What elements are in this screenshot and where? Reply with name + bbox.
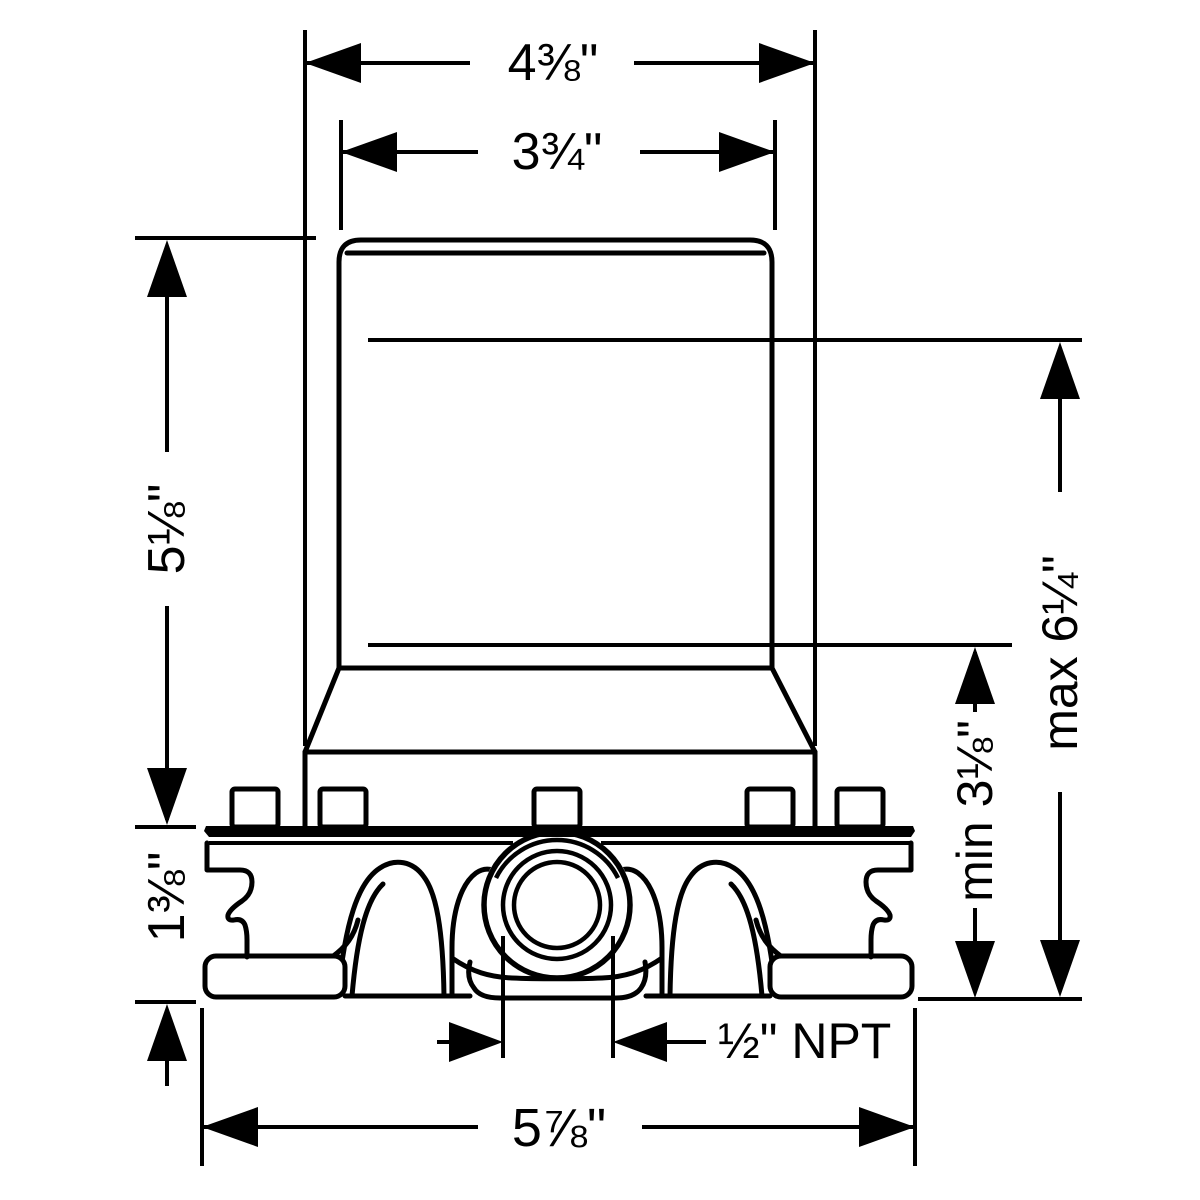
dimension-base-width [200, 1008, 917, 1166]
valve-body-foot-right [767, 953, 915, 1000]
valve-body [202, 829, 915, 1001]
arrowhead-right [719, 132, 775, 172]
arrowhead-down [147, 768, 187, 825]
label-flange-width: 4⅜" [508, 34, 599, 92]
label-body-height: 1⅜" [138, 852, 196, 943]
housing-flare-left [302, 665, 342, 755]
dimension-body-height [135, 825, 196, 1086]
valve-body-saddle [449, 955, 665, 982]
arrowhead-down [1040, 940, 1080, 997]
dimension-depth-min [368, 643, 1082, 1001]
arrowhead-left [202, 1107, 258, 1147]
plaster-guard-housing [302, 237, 818, 829]
arrowhead-up [147, 1004, 187, 1061]
mounting-plate [204, 826, 915, 845]
bolt-tab [531, 786, 583, 830]
valve-body-web-right-inner [728, 881, 765, 999]
label-thread-connection: ½" NPT [718, 1013, 891, 1069]
dimension-housing-width [339, 120, 777, 230]
arrowhead-left [305, 43, 361, 83]
supply-boss-inner-bore [511, 859, 603, 951]
bolt-tab [744, 786, 796, 830]
bolt-tab [834, 786, 886, 830]
arrowhead-left [341, 132, 397, 172]
housing-box [336, 237, 775, 671]
label-housing-width: 3¾" [512, 123, 603, 181]
arrowhead-up [955, 647, 995, 704]
arrowhead-left [613, 1022, 667, 1062]
arrowhead-up [147, 240, 187, 297]
valve-body-foot-left [202, 953, 348, 1000]
label-base-width: 5⅞" [512, 1098, 606, 1158]
arrowhead-up [1040, 342, 1080, 399]
dimension-housing-height [135, 236, 316, 825]
valve-body-hook-left [204, 840, 255, 960]
arrowhead-right [449, 1022, 503, 1062]
arrowhead-down [955, 941, 995, 998]
valve-body-skirt [466, 959, 649, 1001]
label-depth-max: max 6¼" [1032, 555, 1088, 751]
valve-body-web-left-inner [349, 881, 386, 999]
dimension-thread-connection [437, 936, 706, 1062]
housing-flare-right [769, 665, 818, 755]
label-depth-min: min 3⅛" [947, 720, 1003, 902]
bolt-tab [317, 786, 369, 830]
dimension-flange-width [303, 30, 817, 746]
valve-body-hook-right [863, 840, 914, 960]
valve-body-web-left-outer [335, 859, 447, 999]
mounting-plate-bar [204, 826, 915, 837]
supply-boss-top-arc [493, 837, 621, 879]
mounting-bolt-tabs [229, 786, 886, 830]
valve-body-web-right-outer [667, 859, 779, 999]
supply-boss-middle-ring [500, 848, 614, 962]
dimension-labels: 4⅜" 3¾" 5⅛" 1⅜" min 3⅛" max 6¼" ½" NPT 5… [138, 34, 1088, 1158]
arrowhead-right [859, 1107, 915, 1147]
bolt-tab [229, 786, 281, 830]
label-housing-height: 5⅛" [138, 484, 196, 575]
dimension-depth-max [368, 338, 1082, 997]
arrowhead-right [759, 43, 815, 83]
